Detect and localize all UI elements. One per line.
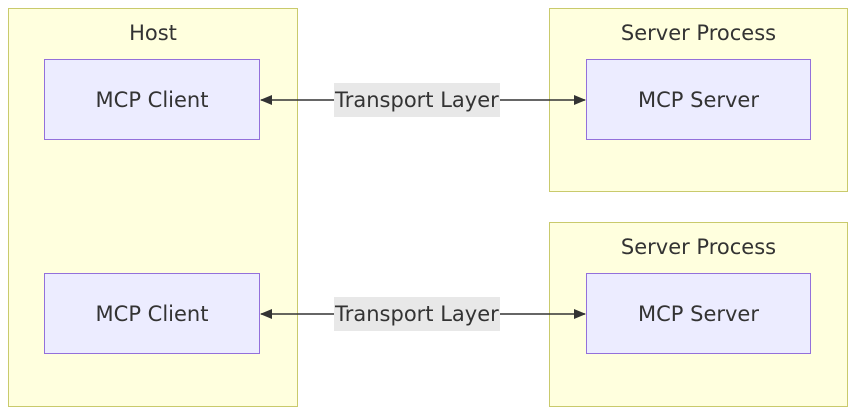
mcp-server-node-2[interactable]: MCP Server <box>586 273 811 354</box>
server-process-title-2: Server Process <box>620 235 777 259</box>
mcp-client-node-2[interactable]: MCP Client <box>44 273 260 354</box>
transport-layer-label-2: Transport Layer <box>334 297 500 331</box>
server-process-title-1: Server Process <box>620 21 777 45</box>
transport-layer-label-1: Transport Layer <box>334 83 500 117</box>
host-title: Host <box>129 21 177 45</box>
mcp-server-node-1[interactable]: MCP Server <box>586 59 811 140</box>
mcp-client-node-1[interactable]: MCP Client <box>44 59 260 140</box>
